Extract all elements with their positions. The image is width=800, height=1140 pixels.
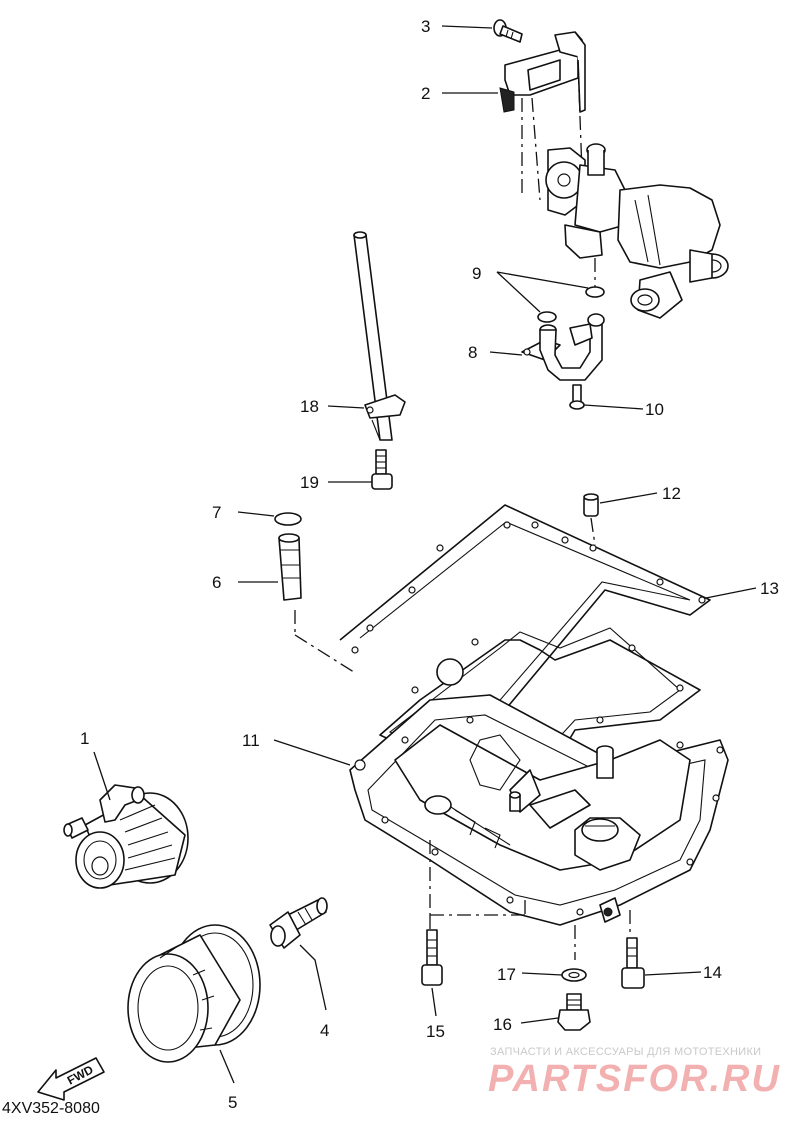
part-15-bolt: [421, 929, 443, 986]
part-7-o-ring: [274, 512, 302, 526]
watermark-caption: ЗАПЧАСТИ И АКСЕССУАРЫ ДЛЯ МОТОТЕХНИКИ: [490, 1046, 762, 1058]
part-19-bolt: [371, 449, 393, 490]
part-9-o-rings: [537, 286, 605, 323]
part-8-oil-pipe: [521, 313, 605, 381]
part-5-oil-filter: [127, 924, 261, 1063]
diagram-code: 4XV352-8080: [2, 1100, 100, 1117]
callout-8: 8: [468, 343, 477, 362]
callout-19: 19: [300, 473, 319, 492]
part-16-drain-bolt: [557, 993, 591, 1031]
part-2-chain-guide: [499, 31, 586, 201]
callout-6: 6: [212, 573, 221, 592]
callout-2: 2: [421, 84, 430, 103]
oil-pump-assembly: [493, 19, 729, 410]
callout-18: 18: [300, 397, 319, 416]
callout-5: 5: [228, 1093, 237, 1112]
part-4-union-bolt: [269, 897, 328, 949]
callout-10: 10: [645, 400, 664, 419]
callout-13: 13: [760, 579, 779, 598]
callout-16: 16: [493, 1015, 512, 1034]
part-10-bolt: [569, 384, 585, 410]
oil-pump-body: [545, 143, 729, 319]
leader-lines: [93, 25, 757, 1084]
part-1-oil-cooler: [63, 784, 189, 889]
fwd-direction-arrow: FWD: [37, 1057, 105, 1101]
part-14-bolt: [621, 937, 645, 989]
callout-3: 3: [421, 17, 430, 36]
oil-strainer-pipe: [353, 231, 406, 441]
callout-17: 17: [497, 965, 516, 984]
callout-4: 4: [320, 1021, 329, 1040]
part-11-oil-pan: [349, 694, 729, 960]
callout-11: 11: [242, 731, 260, 750]
part-6-pipe: [278, 533, 431, 721]
part-3-bolt: [493, 19, 523, 43]
callout-12: 12: [662, 484, 681, 503]
part-17-gasket-washer: [561, 968, 587, 982]
callout-15: 15: [426, 1022, 445, 1041]
callout-7: 7: [212, 503, 221, 522]
part-12-dowel: [583, 493, 599, 546]
callout-1: 1: [80, 729, 89, 748]
callout-9: 9: [472, 264, 481, 283]
watermark-logo: PARTSFOR.RU: [488, 1058, 781, 1100]
callout-14: 14: [703, 963, 722, 982]
callout-labels: 1 2 3 4 5 6 7 8 9 10 11 12 13 14 15 16 1…: [80, 17, 779, 1112]
